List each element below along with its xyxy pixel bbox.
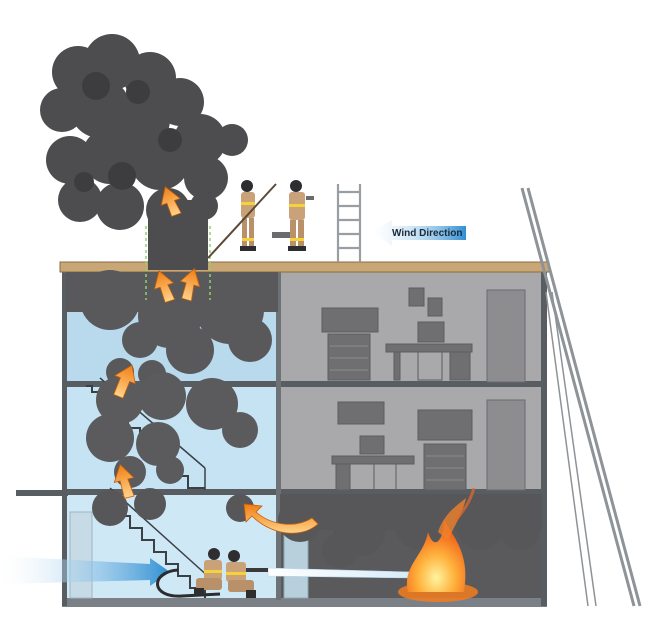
canopy-beam bbox=[16, 490, 68, 496]
arrow-left-icon bbox=[372, 220, 466, 246]
third-floor-smoke bbox=[66, 270, 278, 388]
center-wall bbox=[276, 270, 281, 600]
ground-slab bbox=[62, 598, 547, 607]
arrow-up-icon bbox=[153, 270, 176, 303]
arrow-up-icon bbox=[179, 267, 201, 302]
furniture-third-floor bbox=[321, 287, 473, 381]
desk-drawers bbox=[449, 351, 471, 381]
firefighter-icon bbox=[207, 180, 277, 259]
furniture-second-floor bbox=[331, 401, 473, 491]
first-floor-smoke bbox=[92, 488, 542, 568]
dresser bbox=[423, 443, 467, 491]
tv bbox=[321, 307, 379, 333]
tv bbox=[337, 401, 385, 425]
dresser bbox=[327, 333, 371, 381]
airflow-arrow bbox=[0, 556, 170, 586]
chair bbox=[417, 351, 443, 381]
left-wall bbox=[62, 270, 67, 606]
ladder-icon bbox=[336, 184, 362, 262]
ventilation-arrows bbox=[113, 186, 319, 534]
hose-line bbox=[156, 568, 221, 598]
door-first-floor-left bbox=[69, 511, 93, 599]
arrow-up-icon bbox=[160, 186, 182, 217]
leaning-ladder bbox=[520, 187, 642, 607]
arrow-up-icon bbox=[113, 364, 136, 399]
floor-slab-2 bbox=[62, 489, 547, 495]
door-second-floor bbox=[486, 399, 526, 491]
wall-picture bbox=[408, 287, 425, 307]
smoke-plume bbox=[40, 34, 542, 568]
arrow-up-icon bbox=[113, 463, 135, 499]
desk bbox=[331, 455, 415, 465]
desk bbox=[385, 343, 473, 353]
firefighter-icon bbox=[272, 180, 314, 251]
tv bbox=[417, 409, 473, 441]
roof-vent-opening bbox=[145, 226, 211, 300]
wall-picture bbox=[427, 297, 443, 317]
chair bbox=[373, 463, 397, 491]
right-wall bbox=[541, 270, 547, 606]
wind-direction: Wind Direction bbox=[372, 220, 466, 246]
floor-slab-3 bbox=[62, 381, 547, 387]
door-third-floor bbox=[486, 289, 526, 383]
second-floor-smoke bbox=[86, 372, 258, 488]
flame-icon bbox=[398, 487, 478, 602]
firefighter-icon bbox=[226, 550, 268, 598]
roof-smoke bbox=[40, 34, 248, 270]
monitor bbox=[417, 321, 445, 343]
roof bbox=[59, 261, 550, 273]
wind-direction-label: Wind Direction bbox=[392, 228, 462, 239]
arrow-curve-icon bbox=[243, 503, 319, 534]
firefighter-icon bbox=[194, 548, 222, 596]
monitor bbox=[359, 435, 385, 455]
